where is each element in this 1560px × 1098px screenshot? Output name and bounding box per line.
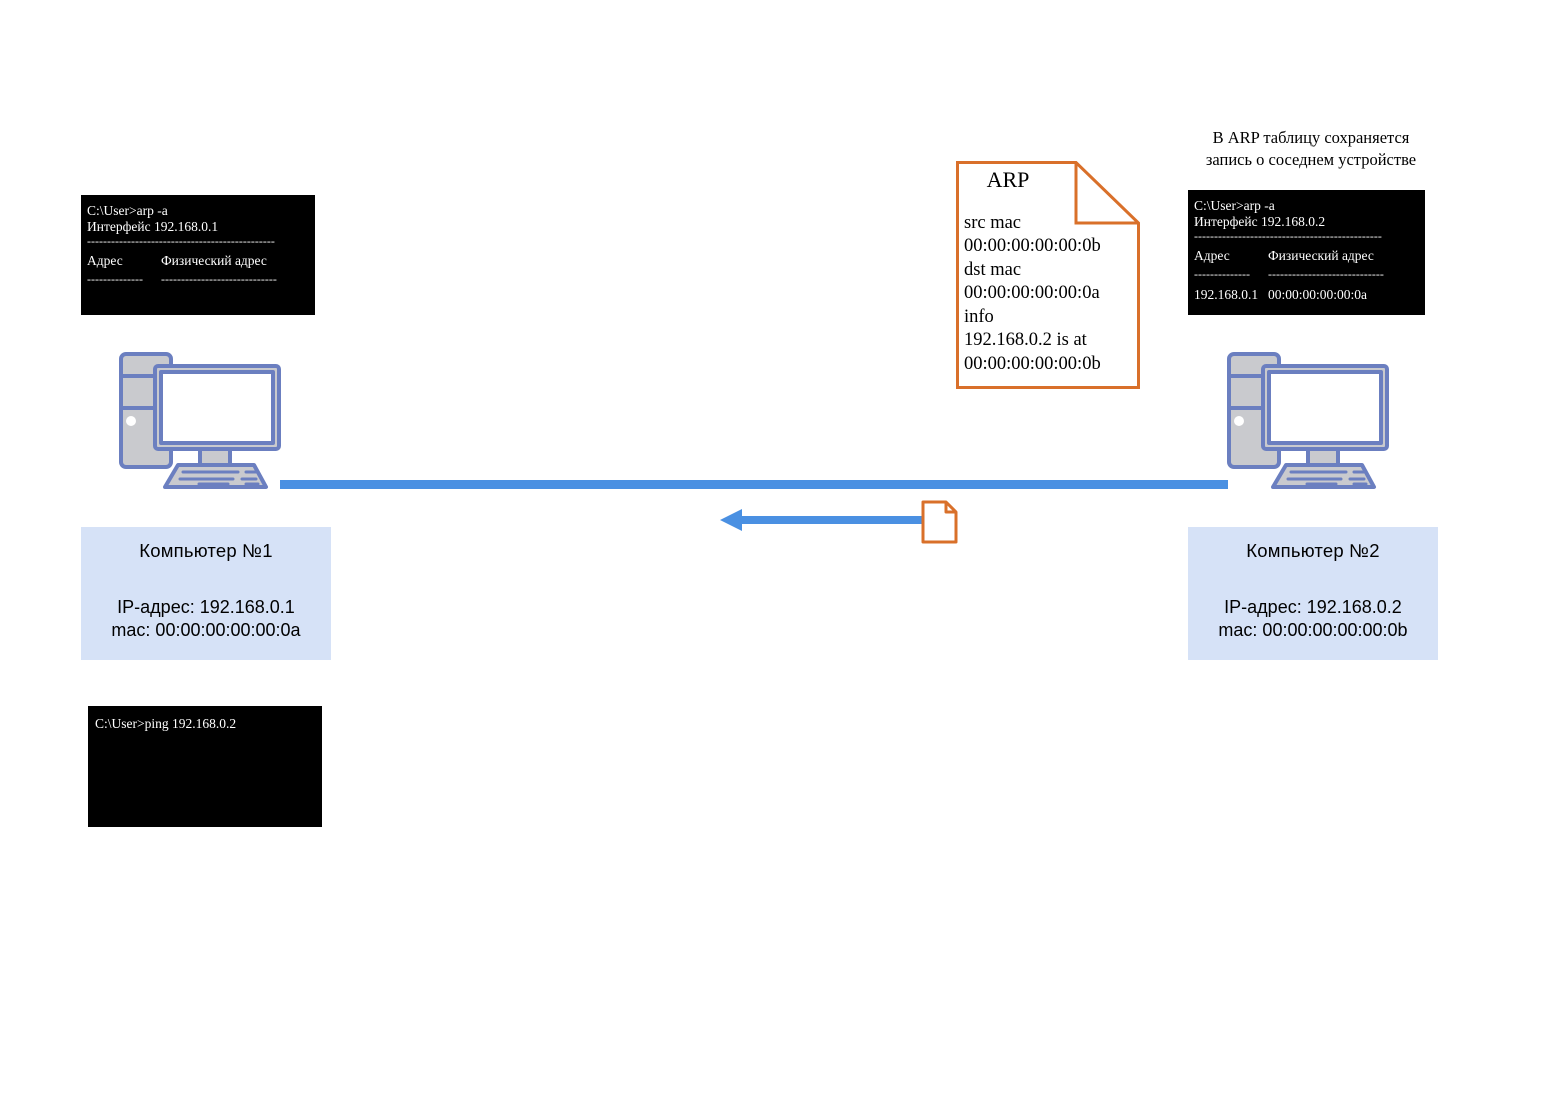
arp-src-mac-value: 00:00:00:00:00:0b	[964, 236, 1101, 257]
terminal-left-rule-physical: -----------------------------	[161, 271, 277, 286]
network-link-line	[280, 480, 1228, 489]
terminal-right-header-address: Адрес	[1194, 247, 1230, 263]
computer-left-details: IP-адрес: 192.168.0.1 mac: 00:00:00:00:0…	[81, 596, 331, 642]
arp-note-body: src mac 00:00:00:00:00:0b dst mac 00:00:…	[964, 212, 1136, 376]
computer-info-box-left: Компьютер №1 IP-адрес: 192.168.0.1 mac: …	[81, 527, 331, 660]
terminal-left-rule-top: ----------------------------------------…	[87, 233, 275, 248]
terminal-left-command: C:\User>arp -a	[87, 203, 168, 218]
terminal-left-header-address: Адрес	[87, 252, 123, 268]
arp-caption-line1: В ARP таблицу сохраняется	[1212, 128, 1410, 147]
computer-info-box-right: Компьютер №2 IP-адрес: 192.168.0.2 mac: …	[1188, 527, 1438, 660]
arp-table-caption: В ARP таблицу сохраняется запись о сосед…	[1180, 127, 1442, 171]
terminal-left-rule-address: --------------	[87, 271, 143, 286]
computer-left-ip: IP-адрес: 192.168.0.1	[117, 597, 295, 617]
computer-icon-left	[108, 346, 308, 494]
terminal-window-right: C:\User>arp -a Интерфейс 192.168.0.2 ---…	[1188, 190, 1425, 315]
terminal-right-row-address: 192.168.0.1	[1194, 286, 1259, 302]
arp-dst-mac-label: dst mac	[964, 259, 1022, 280]
terminal-right-header-rules: ----------------------------------------…	[1194, 267, 1425, 281]
arp-info-line1: 192.168.0.2 is at	[964, 330, 1087, 351]
arp-note-title: ARP	[986, 167, 1030, 192]
terminal-bottom-command: C:\User>ping 192.168.0.2	[95, 716, 237, 731]
terminal-window-left: C:\User>arp -a Интерфейс 192.168.0.1 ---…	[81, 195, 315, 315]
terminal-right-interface: Интерфейс 192.168.0.2	[1194, 213, 1326, 229]
table-row: 192.168.0.1 00:00:00:00:00:0a	[1194, 287, 1425, 303]
terminal-right-rule-top: ----------------------------------------…	[1194, 228, 1382, 243]
packet-document-icon	[921, 500, 959, 544]
arp-info-label: info	[964, 306, 994, 327]
arp-packet-note: ARP src mac 00:00:00:00:00:0b dst mac 00…	[956, 161, 1140, 389]
computer-left-title: Компьютер №1	[139, 540, 273, 561]
terminal-right-header-physical: Физический адрес	[1268, 247, 1374, 263]
computer-right-ip: IP-адрес: 192.168.0.2	[1224, 597, 1402, 617]
terminal-left-header-physical: Физический адрес	[161, 252, 267, 268]
terminal-window-bottom: C:\User>ping 192.168.0.2	[88, 706, 322, 827]
arp-dst-mac-value: 00:00:00:00:00:0a	[964, 283, 1100, 304]
arp-info-line2: 00:00:00:00:00:0b	[964, 353, 1101, 374]
arp-src-mac-label: src mac	[964, 213, 1022, 233]
terminal-right-rule-physical: -----------------------------	[1268, 266, 1384, 281]
terminal-left-interface: Интерфейс 192.168.0.1	[87, 218, 219, 234]
computer-right-details: IP-адрес: 192.168.0.2 mac: 00:00:00:00:0…	[1188, 596, 1438, 642]
computer-right-mac: mac: 00:00:00:00:00:0b	[1218, 620, 1408, 641]
arp-caption-line2: запись о соседнем устройстве	[1205, 149, 1417, 169]
terminal-right-table-header: Адрес Физический адрес	[1194, 248, 1425, 264]
terminal-right-rule-address: --------------	[1194, 266, 1250, 281]
packet-direction-arrow	[720, 506, 925, 534]
terminal-right-command: C:\User>arp -a	[1194, 198, 1275, 213]
terminal-left-header-rules: ----------------------------------------…	[87, 272, 315, 286]
terminal-left-table-header: Адрес Физический адрес	[87, 253, 315, 269]
terminal-right-row-physical: 00:00:00:00:00:0a	[1268, 286, 1367, 302]
computer-left-mac: mac: 00:00:00:00:00:0a	[111, 620, 301, 641]
computer-right-title: Компьютер №2	[1246, 540, 1380, 561]
computer-icon-right	[1216, 346, 1416, 494]
